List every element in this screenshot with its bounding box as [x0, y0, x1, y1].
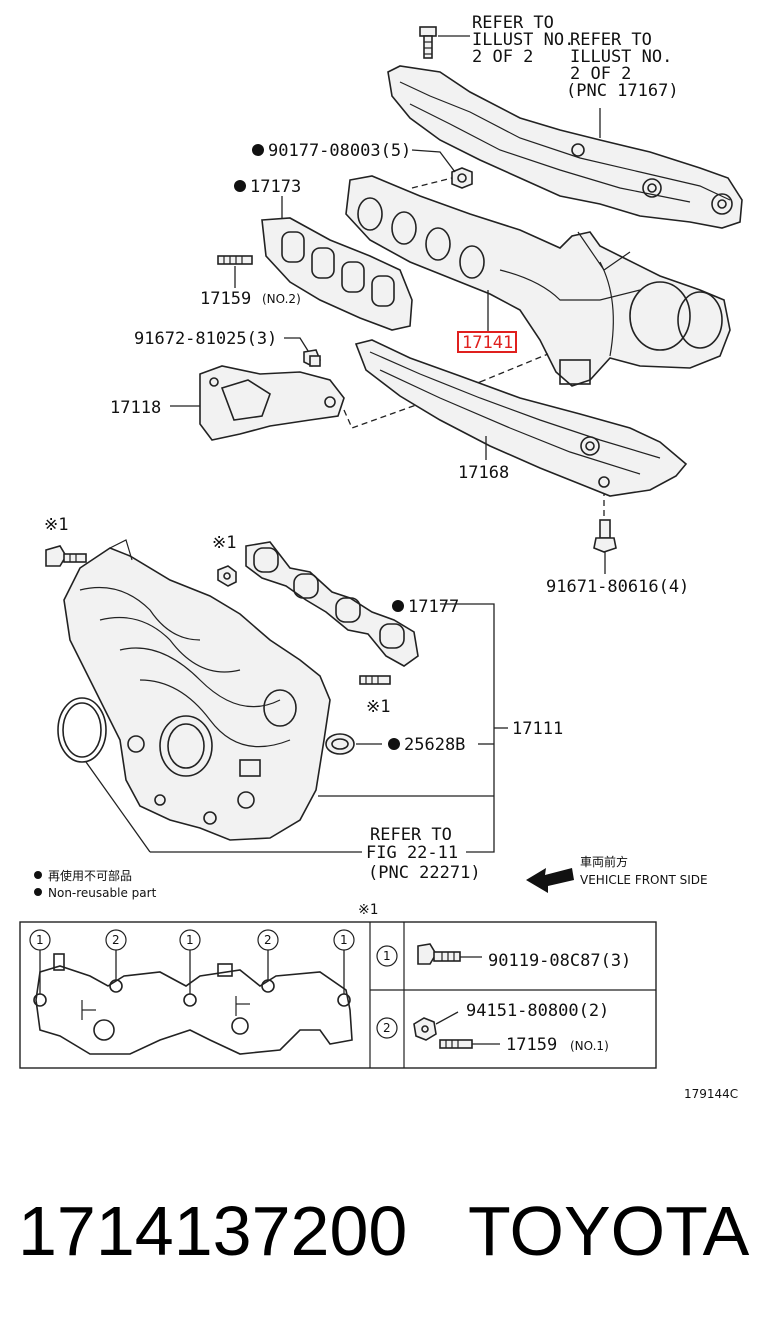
refer-top-1-line1: REFER TO: [472, 13, 554, 33]
stud-kome: [359, 675, 391, 685]
gasket-17177: [245, 541, 419, 667]
refer-top-2-line3: 2 OF 2: [570, 64, 631, 84]
footer-brand: TOYOTA: [468, 1192, 750, 1270]
kome-mark: ※1: [212, 533, 236, 553]
label-90177: 90177-08003(5): [268, 141, 411, 161]
refer-fig-line1: REFER TO: [370, 825, 452, 845]
label-25628: 25628B: [404, 735, 465, 755]
label-17168: 17168: [458, 463, 509, 483]
gasket-17173: [261, 196, 413, 331]
non-reusable-dot: [392, 600, 404, 612]
legend-dot: [34, 871, 42, 879]
nut-90177: [411, 149, 473, 189]
o-ring: [57, 697, 107, 763]
front-arrow-icon: [526, 868, 574, 893]
label-90119: 90119-08C87(3): [488, 951, 631, 971]
label-91672: 91672-81025(3): [134, 329, 277, 349]
exhaust-manifold-17141: [345, 175, 731, 387]
refer-top-2-line2: ILLUST NO.: [570, 47, 672, 67]
refer-top-2-line4: (PNC 17167): [566, 81, 679, 101]
label-91671: 91671-80616(4): [546, 577, 689, 597]
refer-top-1-line3: 2 OF 2: [472, 47, 533, 67]
dashed-guide: [411, 177, 453, 189]
refer-fig-line3: (PNC 22271): [368, 863, 481, 883]
figure-code: 179144C: [684, 1087, 738, 1101]
row-2-circle: 2: [383, 1021, 391, 1035]
label-17159-a-note: (NO.2): [262, 292, 301, 306]
label-17159-b-note: (NO.1): [570, 1039, 609, 1053]
refer-fig-line2: FIG 22-11: [366, 843, 458, 863]
legend-dot: [34, 888, 42, 896]
circle-label-2: 2: [112, 933, 120, 947]
leader-oring: [85, 761, 151, 853]
circle-label-2: 2: [264, 933, 272, 947]
label-17118: 17118: [110, 398, 161, 418]
bolt-91671: [593, 519, 617, 574]
lower-heat-insulator-17168: [354, 339, 688, 497]
bolt-kome-left: [45, 545, 87, 567]
dashed-guide: [479, 353, 549, 383]
upper-heat-insulator: [387, 65, 743, 229]
refer-top-2-line1: REFER TO: [570, 30, 652, 50]
label-17141: 17141: [462, 333, 513, 353]
circle-label-1: 1: [340, 933, 348, 947]
row-1-circle: 1: [383, 949, 391, 963]
legend-jp: 再使用不可部品: [48, 868, 132, 883]
front-jp: 車両前方: [580, 854, 628, 869]
highlight-box-17141: [457, 331, 517, 353]
label-94151: 94151-80800(2): [466, 1001, 609, 1021]
fastener-table: [19, 921, 657, 1069]
label-17177: 17177: [408, 597, 459, 617]
refer-top-1-line2: ILLUST NO.: [472, 30, 574, 50]
label-17159-a: 17159: [200, 289, 251, 309]
bolt-91672: [284, 337, 321, 367]
bracket-17111: [150, 603, 508, 853]
legend-en: Non-reusable part: [48, 886, 157, 900]
table-kome-mark: ※1: [358, 902, 378, 918]
footer-part-number: 1714137200: [18, 1192, 407, 1270]
label-17111: 17111: [512, 719, 563, 739]
circle-label-1: 1: [36, 933, 44, 947]
top-bolt: [419, 26, 470, 59]
front-en: VEHICLE FRONT SIDE: [580, 873, 708, 887]
non-reusable-dot: [234, 180, 246, 192]
label-17173: 17173: [250, 177, 301, 197]
kome-mark: ※1: [366, 697, 390, 717]
label-17159-b: 17159: [506, 1035, 557, 1055]
nut-kome: [217, 565, 237, 587]
kome-mark: ※1: [44, 515, 68, 535]
bracket-17118: [199, 365, 345, 441]
intake-manifold-17111: [63, 539, 331, 841]
stud-17159-no2: [217, 255, 253, 288]
non-reusable-dot: [388, 738, 400, 750]
gasket-25628b: [325, 733, 382, 755]
non-reusable-dot: [252, 144, 264, 156]
circle-label-1: 1: [186, 933, 194, 947]
